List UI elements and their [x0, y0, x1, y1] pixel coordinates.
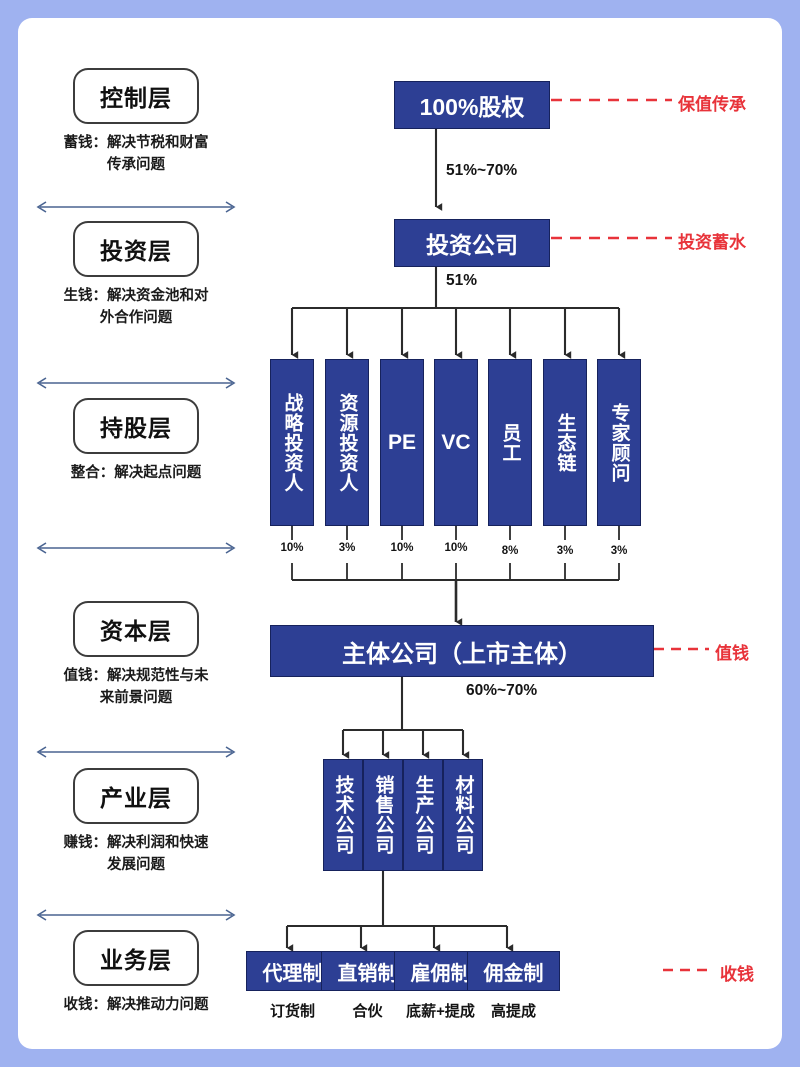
node-label: 主体公司（上市主体）	[342, 640, 582, 668]
connector-wires	[285, 98, 714, 972]
layer-pill-control[interactable]: 控制层	[73, 68, 199, 124]
node-label: 直销制	[337, 962, 398, 985]
layer-pill-label: 业务层	[100, 947, 172, 973]
node-label: 投资公司	[426, 232, 518, 258]
layer-pill-industry[interactable]: 产业层	[73, 768, 199, 824]
node-equity-100[interactable]: 100%股权	[394, 81, 550, 129]
layer-group-business: 业务层 收钱：解决推动力问题	[18, 930, 254, 1017]
layer-desc-line1: 生钱：解决资金池和对	[63, 288, 209, 304]
layer-separator-arrow-3	[32, 541, 240, 555]
layer-group-holding: 持股层 整合：解决起点问题	[18, 398, 254, 485]
edge-label-equity-to-investment: 51%~70%	[446, 162, 518, 179]
caption-business-direct-sales: 合伙	[352, 1003, 383, 1020]
node-label: 技术公司	[332, 775, 354, 855]
node-shareholder-resource[interactable]: 资源投资人	[325, 359, 369, 526]
layer-separator-arrow-1	[32, 200, 240, 214]
layer-group-investment: 投资层 生钱：解决资金池和对 外合作问题	[18, 221, 254, 330]
pct-shareholder-vc: 10%	[444, 542, 468, 554]
node-investment-company[interactable]: 投资公司	[394, 219, 550, 267]
layer-group-control: 控制层 蓄钱：解决节税和财富 传承问题	[18, 68, 254, 177]
layer-pill-capital[interactable]: 资本层	[73, 601, 199, 657]
layer-description-control: 蓄钱：解决节税和财富 传承问题	[18, 133, 254, 177]
layer-desc-line2: 来前景问题	[99, 689, 173, 706]
layer-group-capital: 资本层 值钱：解决规范性与未 来前景问题	[18, 601, 254, 710]
layer-description-capital: 值钱：解决规范性与未 来前景问题	[18, 666, 254, 710]
node-label: 代理制	[262, 962, 323, 985]
node-label: 佣金制	[483, 962, 544, 985]
node-subsidiary-sales[interactable]: 销售公司	[363, 759, 403, 871]
equity-structure-diagram: 100%股权 投资公司 51%~70% 51% 60%~70% 战略投资人 资源…	[246, 18, 782, 1049]
node-label: 销售公司	[372, 775, 394, 855]
node-label: 雇佣制	[410, 962, 471, 985]
annotation-collect-money: 收钱	[720, 965, 754, 984]
pct-shareholder-expert: 3%	[610, 545, 628, 557]
annotation-valuable: 值钱	[715, 644, 749, 663]
layer-pill-label: 产业层	[100, 785, 172, 811]
layer-pill-label: 资本层	[100, 618, 172, 644]
node-label: 资源投资人	[336, 392, 358, 493]
layer-desc-line1: 整合：解决起点问题	[70, 465, 202, 481]
layer-pill-label: 投资层	[100, 238, 172, 264]
layer-description-investment: 生钱：解决资金池和对 外合作问题	[18, 286, 254, 330]
annotation-preserve-inheritance: 保值传承	[678, 95, 746, 114]
node-label: 100%股权	[419, 94, 525, 120]
layer-desc-line1: 蓄钱：解决节税和财富	[63, 135, 209, 151]
layer-description-industry: 赚钱：解决利润和快速 发展问题	[18, 833, 254, 877]
layer-pill-label: 控制层	[100, 85, 172, 111]
layer-separator-arrow-5	[32, 908, 240, 922]
caption-business-employment: 底薪+提成	[406, 1003, 475, 1020]
layer-desc-line1: 赚钱：解决利润和快速	[63, 835, 209, 851]
node-label: 专家顾问	[608, 402, 630, 483]
layer-sidebar: 控制层 蓄钱：解决节税和财富 传承问题 投资层 生钱：解决资金池和对 外合作问题	[18, 18, 254, 1049]
layer-description-business: 收钱：解决推动力问题	[18, 995, 254, 1017]
node-subsidiary-production[interactable]: 生产公司	[403, 759, 443, 871]
node-subsidiary-technology[interactable]: 技术公司	[323, 759, 363, 871]
node-label: VC	[441, 430, 471, 454]
node-label: PE	[387, 430, 416, 454]
node-label: 生态链	[554, 412, 576, 473]
layer-desc-line2: 发展问题	[107, 856, 165, 873]
layer-separator-arrow-2	[32, 376, 240, 390]
node-label: 生产公司	[412, 775, 434, 855]
layer-desc-line2: 外合作问题	[99, 309, 173, 326]
pct-shareholder-ecosystem: 3%	[556, 545, 574, 557]
layer-group-industry: 产业层 赚钱：解决利润和快速 发展问题	[18, 768, 254, 877]
layer-separator-arrow-4	[32, 745, 240, 759]
layer-description-holding: 整合：解决起点问题	[18, 463, 254, 485]
layer-desc-line1: 收钱：解决推动力问题	[63, 997, 209, 1013]
caption-business-agency: 订货制	[269, 1003, 315, 1020]
layer-pill-investment[interactable]: 投资层	[73, 221, 199, 277]
diagram-card: 控制层 蓄钱：解决节税和财富 传承问题 投资层 生钱：解决资金池和对 外合作问题	[18, 18, 782, 1049]
node-label: 材料公司	[452, 775, 474, 855]
node-business-commission[interactable]: 佣金制	[467, 951, 560, 991]
layer-pill-label: 持股层	[100, 415, 172, 441]
node-shareholder-pe[interactable]: PE	[380, 359, 424, 526]
node-shareholder-ecosystem[interactable]: 生态链	[543, 359, 587, 526]
annotation-investment-reservoir: 投资蓄水	[678, 233, 746, 252]
pct-shareholder-resource: 3%	[338, 542, 356, 554]
node-shareholder-vc[interactable]: VC	[434, 359, 478, 526]
node-shareholder-employee[interactable]: 员工	[488, 359, 532, 526]
pct-shareholder-employee: 8%	[501, 545, 519, 557]
node-shareholder-strategic[interactable]: 战略投资人	[270, 359, 314, 526]
layer-pill-business[interactable]: 业务层	[73, 930, 199, 986]
pct-shareholder-pe: 10%	[390, 542, 414, 554]
node-subsidiary-material[interactable]: 材料公司	[443, 759, 483, 871]
pct-shareholder-strategic: 10%	[280, 542, 304, 554]
node-main-company[interactable]: 主体公司（上市主体）	[270, 625, 654, 677]
edge-label-investment-to-shareholders: 51%	[446, 272, 478, 289]
edge-label-main-to-subsidiaries: 60%~70%	[466, 682, 538, 699]
caption-business-commission: 高提成	[490, 1003, 536, 1020]
layer-desc-line1: 值钱：解决规范性与未	[63, 668, 209, 684]
node-label: 员工	[499, 422, 521, 463]
node-shareholder-expert[interactable]: 专家顾问	[597, 359, 641, 526]
layer-desc-line2: 传承问题	[107, 156, 165, 173]
node-label: 战略投资人	[281, 392, 303, 493]
layer-pill-holding[interactable]: 持股层	[73, 398, 199, 454]
